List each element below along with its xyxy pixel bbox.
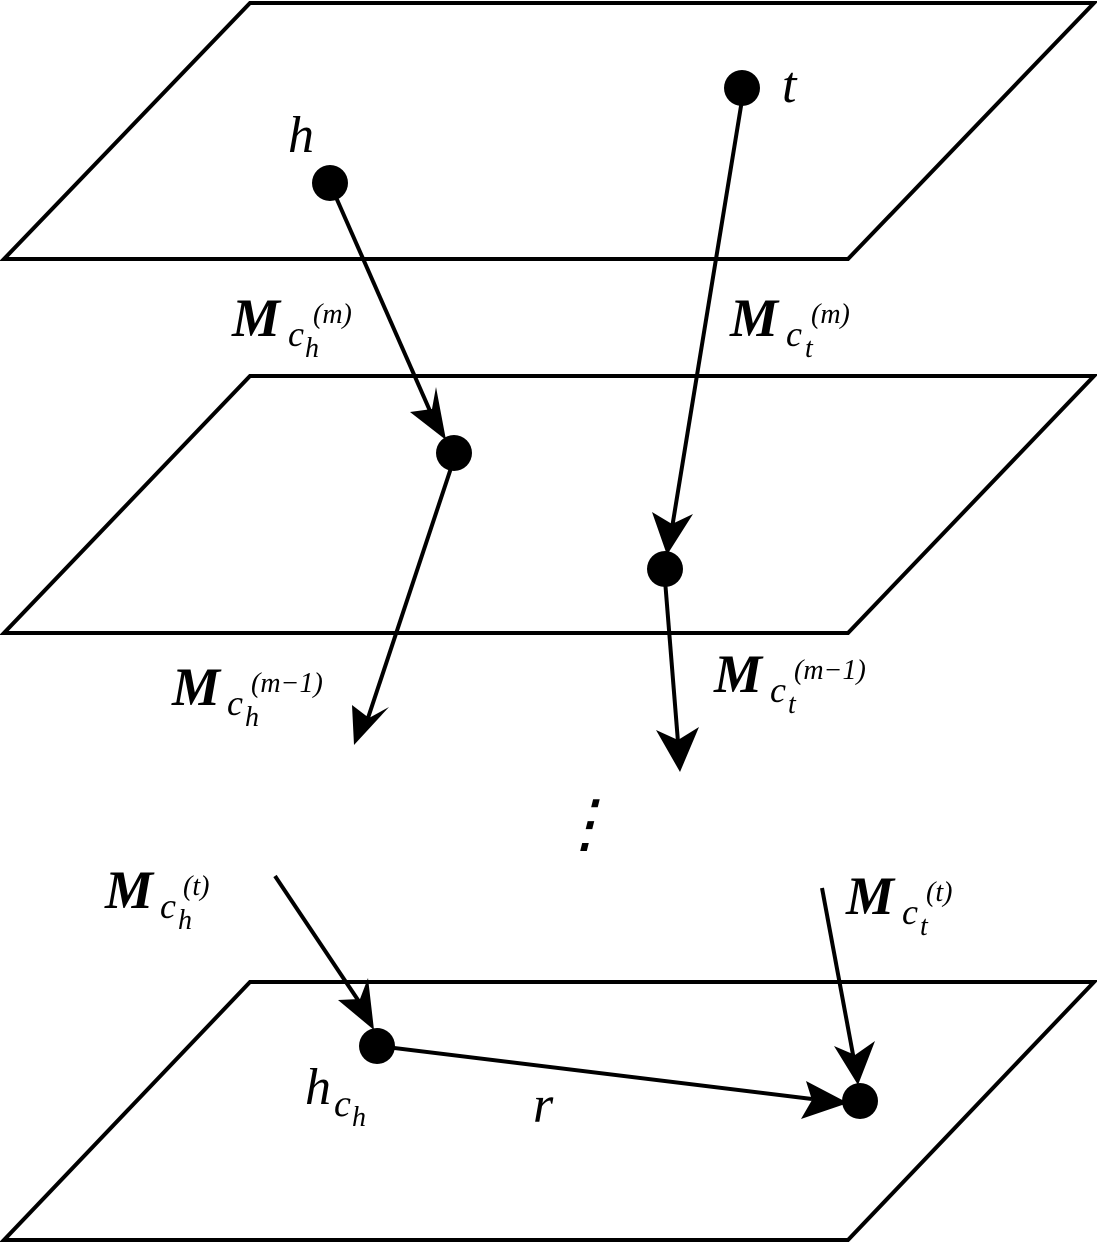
svg-text:(m−1): (m−1) (794, 655, 866, 686)
svg-text:h: h (305, 1059, 331, 1116)
matrix-label-tail-t: M c t (t) (845, 866, 952, 942)
svg-text:t: t (805, 333, 814, 364)
svg-text:t: t (920, 911, 929, 942)
svg-text:c: c (770, 670, 786, 710)
svg-text:(m): (m) (811, 299, 850, 330)
svg-text:M: M (729, 288, 780, 348)
node-head-middle (436, 435, 472, 471)
node-head-bottom (359, 1028, 395, 1064)
arrowhead-tail-middle-down (656, 727, 699, 772)
arrow-head-into-bottom (273, 874, 364, 1008)
svg-text:(m): (m) (313, 299, 352, 330)
svg-text:h: h (178, 905, 192, 936)
matrix-label-tail-m-minus-1: M c t (m−1) (713, 644, 866, 720)
svg-text:c: c (334, 1083, 351, 1125)
arrowhead-head-middle-down (352, 705, 389, 745)
svg-text:h: h (352, 1102, 366, 1133)
matrix-label-head-m-minus-1: M c h (m−1) (171, 657, 323, 733)
svg-text:h: h (305, 333, 319, 364)
label-projected-head: h c h (305, 1059, 366, 1133)
vertical-ellipsis: ⋮ (553, 788, 617, 859)
arrow-head-top-to-middle (333, 194, 436, 421)
arrowhead-relation (801, 1081, 848, 1119)
matrix-label-head-m: M c h (m) (231, 288, 352, 364)
arrow-tail-top-to-middle (670, 99, 744, 529)
svg-text:c: c (902, 892, 918, 932)
matrix-label-tail-m: M c t (m) (729, 288, 850, 364)
svg-text:c: c (160, 886, 176, 926)
label-relation: r (533, 1077, 554, 1134)
arrow-relation (377, 1044, 813, 1101)
node-tail-middle (647, 551, 683, 587)
arrowhead-tail-into-bottom (834, 1041, 875, 1085)
svg-text:(t): (t) (183, 871, 209, 902)
plane-middle (0, 374, 1097, 635)
svg-text:M: M (231, 288, 282, 348)
arrow-tail-middle-down (663, 579, 680, 743)
arrow-head-middle-down (366, 461, 455, 719)
plane-bottom (0, 980, 1097, 1242)
svg-text:c: c (786, 314, 802, 354)
svg-text:(m−1): (m−1) (251, 668, 323, 699)
plane-top (0, 1, 1097, 261)
arrowhead-head-into-bottom (338, 978, 374, 1030)
node-tail-bottom (842, 1083, 878, 1119)
matrix-label-head-t: M c h (t) (104, 860, 209, 936)
svg-text:c: c (227, 683, 243, 723)
arrow-tail-into-bottom (820, 887, 856, 1061)
svg-text:t: t (788, 689, 797, 720)
node-head-top (312, 165, 348, 201)
label-tail: t (782, 57, 798, 114)
svg-text:M: M (845, 866, 896, 926)
svg-text:(t): (t) (926, 877, 952, 908)
svg-text:M: M (713, 644, 764, 704)
svg-text:c: c (288, 314, 304, 354)
arrowhead-head-top-to-middle (410, 387, 446, 440)
svg-text:M: M (104, 860, 155, 920)
svg-text:h: h (245, 702, 259, 733)
node-tail-top (724, 70, 760, 106)
svg-text:M: M (171, 657, 222, 717)
arrowhead-tail-top-to-middle (652, 512, 693, 555)
label-head: h (288, 107, 314, 164)
